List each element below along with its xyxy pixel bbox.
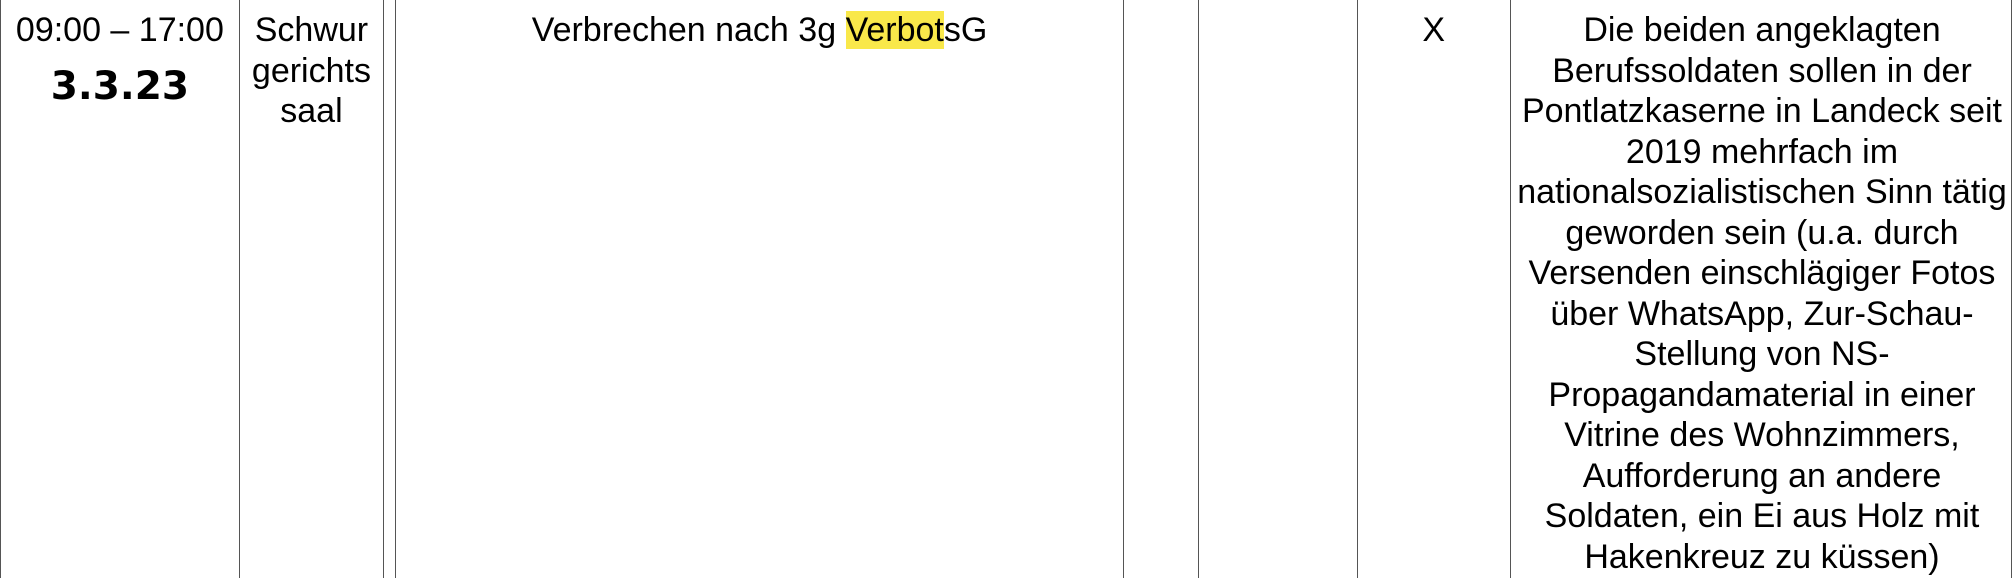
time-range: 09:00 – 17:00 [15, 11, 224, 49]
room-line: gerichts [251, 51, 371, 90]
offence-prefix: Verbrechen nach 3g [531, 11, 846, 49]
mark-cell: X [1356, 0, 1511, 578]
hearing-date: 3.3.23 [50, 63, 189, 109]
description-cell: Die beiden angeklagten Berufssoldaten so… [1509, 0, 2012, 578]
room-line: saal [280, 92, 343, 130]
offence-text: Verbrechen nach 3g VerbotsG [397, 0, 1123, 51]
offence-suffix: sG [943, 11, 988, 49]
mark-x: X [1422, 11, 1446, 49]
empty-narrow-cell [383, 0, 397, 578]
time-date-cell: 09:00 – 17:00 3.3.23 [0, 0, 240, 578]
search-highlight: Verbot [845, 11, 944, 49]
room-line: Schwur [254, 11, 369, 49]
case-description: Die beiden angeklagten Berufssoldaten so… [1517, 11, 2007, 576]
offence-cell: Verbrechen nach 3g VerbotsG [395, 0, 1124, 578]
empty-cell [1122, 0, 1200, 578]
empty-cell [1198, 0, 1358, 578]
